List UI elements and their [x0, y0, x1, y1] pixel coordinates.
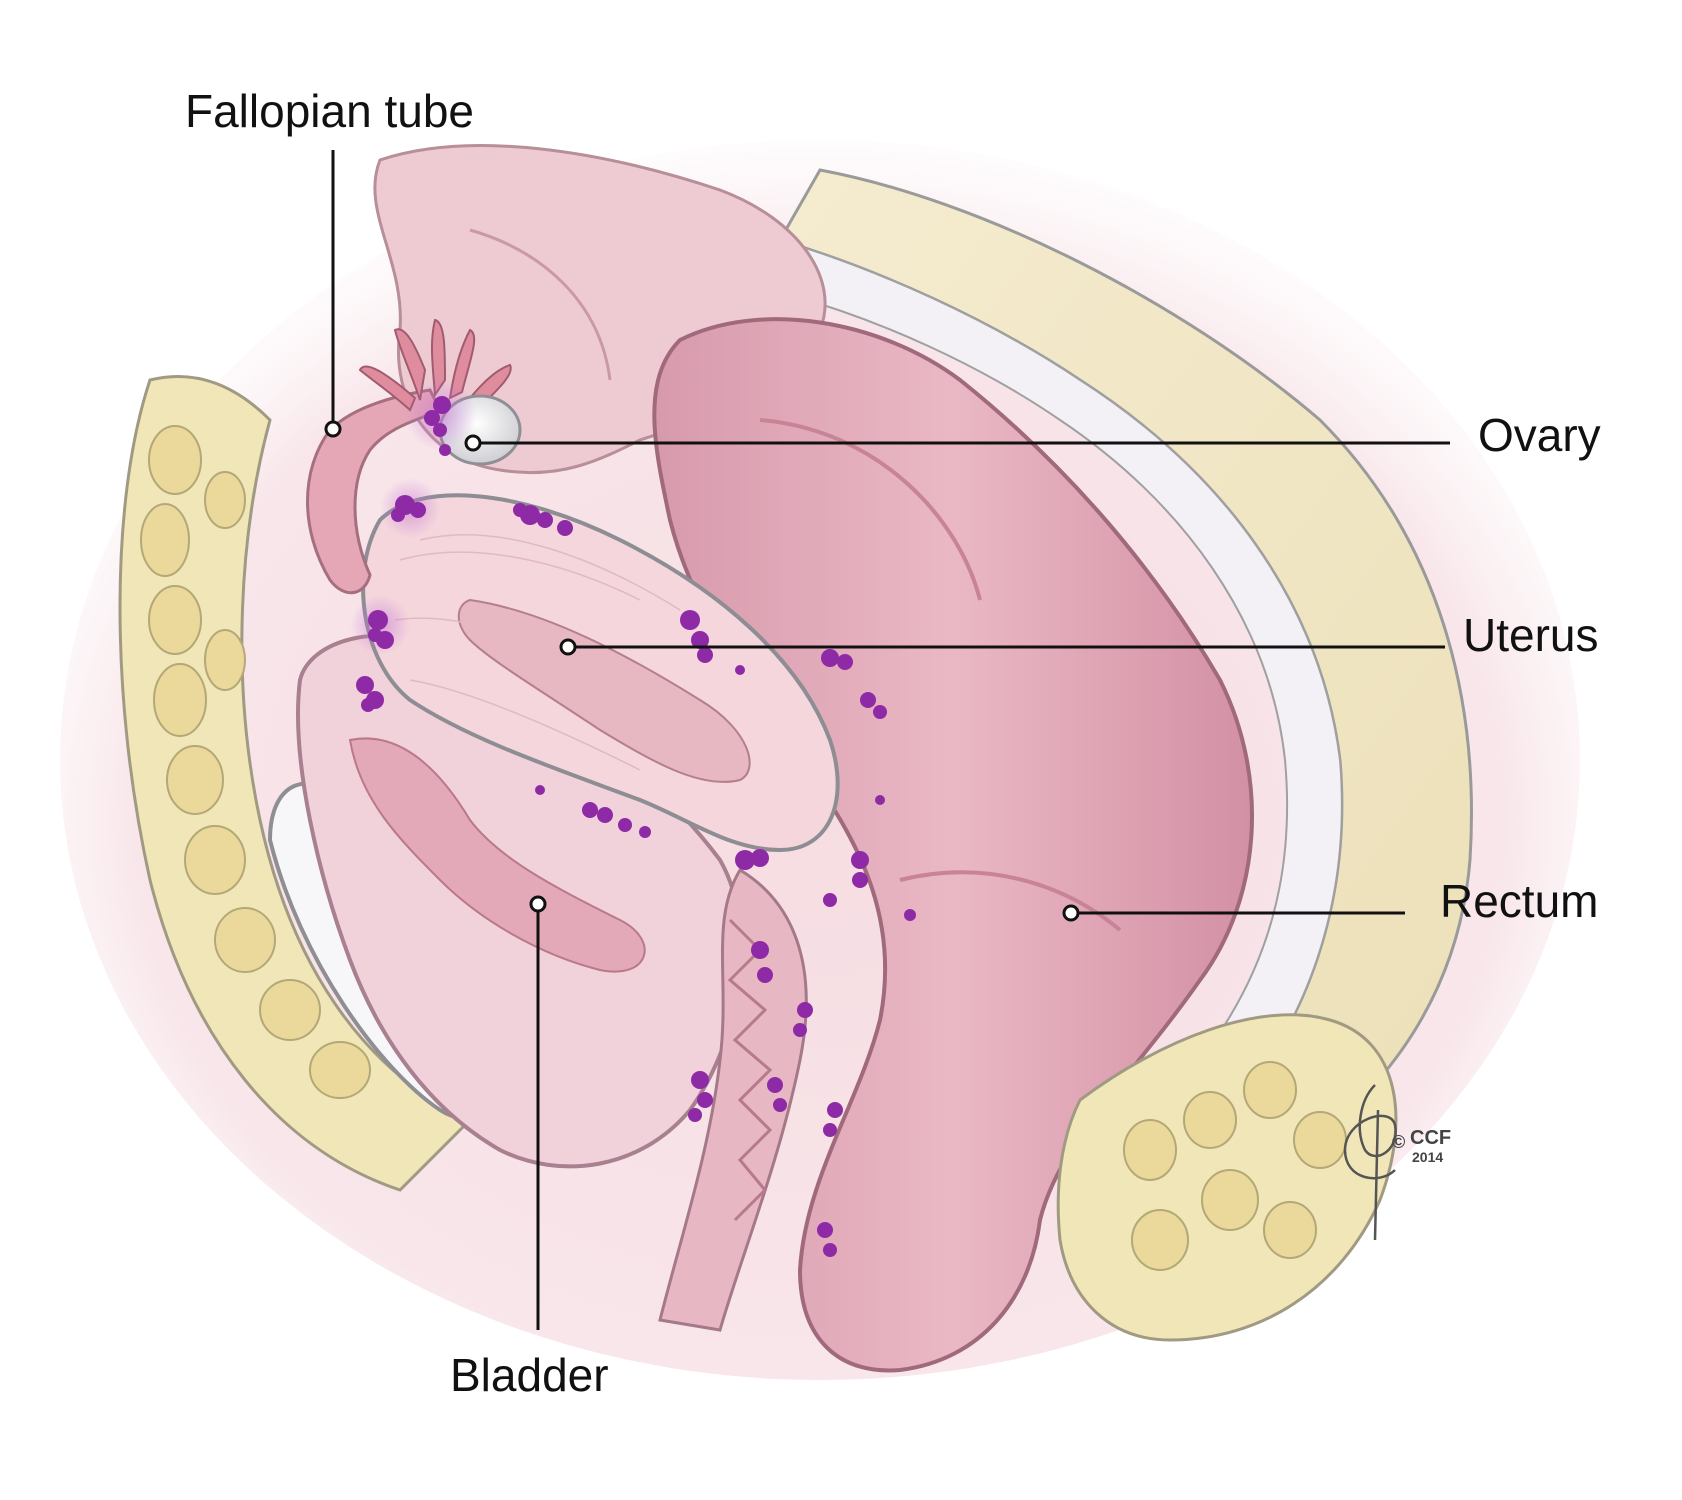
myometrium-texture	[394, 533, 681, 771]
vaginal-rugae	[727, 918, 773, 1222]
marker-bladder	[529, 895, 547, 913]
vagina	[658, 867, 808, 1332]
marker-fallopian-tube	[324, 420, 342, 438]
perineal-fat-lobules	[1123, 1061, 1347, 1271]
marker-ovary	[464, 434, 482, 452]
credit-org: CCF	[1410, 1127, 1452, 1149]
marker-rectum	[1062, 904, 1080, 922]
uterine-cavity	[457, 598, 751, 783]
label-rectum: Rectum	[1440, 875, 1599, 927]
label-uterus: Uterus	[1463, 609, 1599, 661]
credit-year: 2014	[1412, 1149, 1444, 1165]
leader-lines	[331, 150, 1450, 1330]
bladder-lumen	[348, 737, 646, 973]
marker-uterus	[559, 638, 577, 656]
label-ovary: Ovary	[1478, 409, 1601, 461]
bowel-fold	[469, 228, 612, 381]
fat-lobules	[140, 425, 371, 1099]
credit-copyright: ©	[1392, 1132, 1406, 1152]
artist-signature	[1343, 1084, 1397, 1241]
label-fallopian-tube: Fallopian tube	[185, 85, 474, 137]
endometriosis-lesions	[350, 379, 916, 1257]
rectum-inner-fold	[759, 418, 982, 601]
marker-dots	[324, 420, 1080, 922]
label-bladder: Bladder	[450, 1349, 609, 1401]
